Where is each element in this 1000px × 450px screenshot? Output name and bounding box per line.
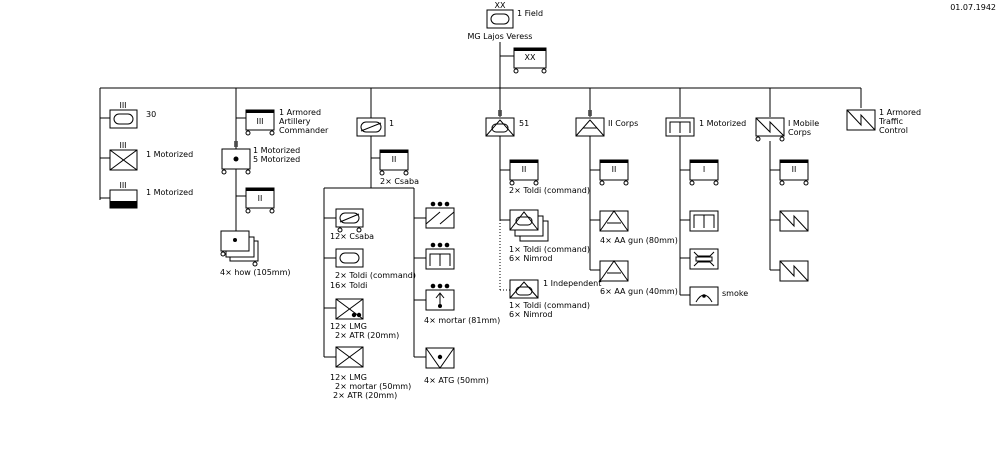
tank-battalion-hq-symbol: II [509, 159, 539, 186]
aa-battery-40mm-symbol [599, 260, 629, 282]
tank-company-symbol [509, 209, 549, 242]
rifle-platoon-2-line-2: 2× mortar (50mm) [335, 382, 411, 391]
tank-company-2-line-2: 6× Nimrod [509, 310, 552, 319]
independent-tank-company-symbol [509, 279, 539, 299]
armored-car-platoon-line-1: 12× Csaba [330, 232, 374, 241]
aa-battalion-size: II [588, 109, 593, 118]
smoke-platoon-symbol [689, 286, 719, 306]
cavalry-hq-symbol: II [379, 149, 409, 176]
svg-text:III: III [119, 141, 126, 150]
artillery-commander-line-3: Commander [279, 126, 329, 135]
artillery-commander-line-1: 1 Armored [279, 108, 321, 117]
svg-text:I: I [703, 165, 705, 174]
engineer-company-symbol [425, 242, 455, 270]
engineer-platoon-symbol [689, 210, 719, 232]
howitzer-battery-symbol [220, 230, 259, 267]
rifle-platoon-1-line-2: 2× ATR (20mm) [335, 331, 399, 340]
rifle-platoon-1-line-1: 12× LMG [330, 322, 367, 331]
division-hq-symbol: XX [486, 1, 514, 29]
recon-regiment-symbol: III [109, 101, 138, 129]
aa-battery-80mm-symbol [599, 210, 629, 232]
signal-platoon-2-symbol [779, 260, 809, 282]
staff-size-marker: XX [525, 53, 536, 62]
signal-hq-symbol: II [779, 159, 809, 186]
light-tank-platoon-line-1: 2× Toldi (command) [335, 271, 416, 280]
signal-company-size: I [769, 109, 771, 118]
cavalry-hq-label: 2× Csaba [380, 177, 419, 186]
aa-hq-symbol: II [599, 159, 629, 186]
artillery-regiment-size: II [234, 140, 239, 149]
svg-text:II: II [792, 165, 797, 174]
artillery-hq-symbol: II [245, 187, 275, 214]
aa-battery-1-label: 4× AA gun (80mm) [600, 236, 678, 245]
traffic-control-line-2: Traffic [878, 117, 903, 126]
antitank-company-label: 4× ATG (50mm) [424, 376, 489, 385]
light-tank-platoon-symbol [335, 248, 364, 268]
howitzer-battery-label: 4× how (105mm) [220, 268, 290, 277]
traffic-control-symbol: I [846, 100, 876, 131]
armored-car-platoon-symbol [335, 208, 364, 233]
signal-company-line-1: I Mobile [788, 119, 819, 128]
hq-unit-name: 1 Field [517, 9, 543, 18]
tank-company-1-line-1: 1× Toldi (command) [509, 245, 590, 254]
recon-size-marker: III [119, 101, 126, 110]
motorized-support-label: 1 Motorized [146, 188, 193, 197]
motorized-infantry-symbol: III [109, 141, 138, 171]
tank-battalion-label: 51 [519, 119, 529, 128]
engineer-battalion-symbol: I [665, 109, 695, 137]
artillery-commander-size: III [256, 117, 263, 126]
artillery-regiment-symbol: II [221, 140, 251, 175]
aa-battalion-label: II Corps [608, 119, 638, 128]
svg-text:II: II [612, 165, 617, 174]
artillery-hq-size: II [258, 194, 263, 203]
bridging-platoon-symbol [689, 248, 719, 270]
engineer-battalion-label: 1 Motorized [699, 119, 746, 128]
cavalry-size-marker: I [370, 109, 372, 118]
motorized-support-symbol: III [109, 181, 138, 209]
division-staff-symbol: XX [513, 47, 547, 74]
aa-battery-2-label: 6× AA gun (40mm) [600, 287, 678, 296]
hq-size-marker: XX [495, 1, 506, 10]
aa-battalion-symbol: II [575, 109, 605, 137]
motorized-rifle-platoon-symbol [335, 298, 364, 320]
engineer-hq-symbol: I [689, 159, 719, 186]
smoke-platoon-label: smoke [722, 289, 748, 298]
antitank-company-symbol [425, 347, 455, 369]
traffic-control-line-3: Control [879, 126, 908, 135]
signal-company-symbol: I [755, 109, 785, 137]
tank-company-2-line-1: 1× Toldi (command) [509, 301, 590, 310]
signal-platoon-1-symbol [779, 210, 809, 232]
hq-commander: MG Lajos Veress [468, 32, 533, 41]
traffic-control-size: I [860, 100, 862, 109]
tank-company-1-line-2: 6× Nimrod [509, 254, 552, 263]
independent-company-label: 1 Independent [543, 279, 601, 288]
recon-unit-label: 30 [146, 110, 156, 119]
artillery-regiment-line-1: 1 Motorized [253, 146, 300, 155]
rifle-platoon-2-line-3: 2× ATR (20mm) [333, 391, 397, 400]
cavalry-battalion-label: 1 [389, 119, 394, 128]
rifle-platoon-2-line-1: 12× LMG [330, 373, 367, 382]
rifle-platoon-symbol [335, 346, 364, 368]
mortar-company-symbol [425, 283, 455, 311]
artillery-commander-line-2: Artillery [279, 117, 311, 126]
tank-hq-label: 2× Toldi (command) [509, 186, 590, 195]
mortar-company-label: 4× mortar (81mm) [424, 316, 500, 325]
artillery-commander-symbol: III [245, 109, 275, 136]
motorized-company-symbol-1 [425, 201, 455, 229]
cavalry-hq-size: II [392, 155, 397, 164]
engineer-battalion-size: I [679, 109, 681, 118]
svg-text:III: III [119, 181, 126, 190]
artillery-regiment-line-2: 5 Motorized [253, 155, 300, 164]
light-tank-platoon-line-2: 16× Toldi [330, 281, 367, 290]
tank-battalion-size: II [498, 109, 503, 118]
tank-battalion-symbol: II [485, 109, 515, 137]
signal-company-line-2: Corps [788, 128, 811, 137]
motorized-infantry-label: 1 Motorized [146, 150, 193, 159]
cavalry-battalion-symbol: I [356, 109, 386, 137]
chart-date: 01.07.1942 [950, 3, 996, 12]
traffic-control-line-1: 1 Armored [879, 108, 921, 117]
svg-text:II: II [522, 165, 527, 174]
